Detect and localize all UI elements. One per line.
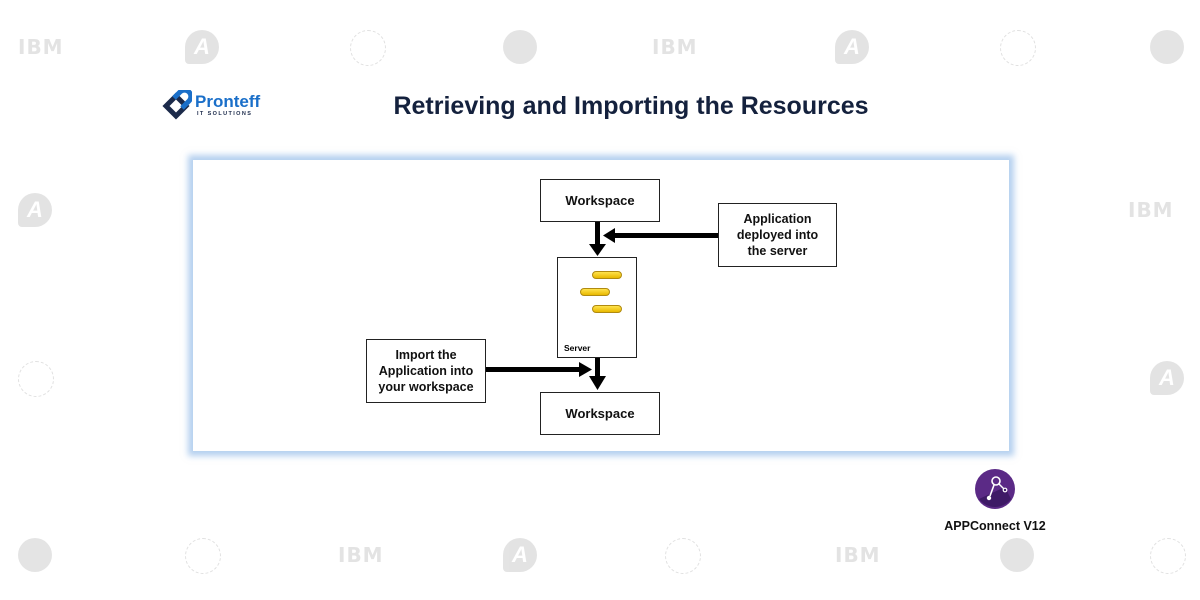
server-bar-icon [580, 288, 610, 296]
server-bar-icon [592, 271, 622, 279]
globe-watermark-icon [18, 361, 54, 397]
deploy-note-line: Application [743, 212, 812, 226]
workspace-bottom-box: Workspace [540, 392, 660, 435]
app-connect-icon [975, 469, 1015, 509]
globe-watermark-icon [185, 538, 221, 574]
globe-watermark-icon [665, 538, 701, 574]
pronteff-logo-icon [162, 90, 192, 120]
import-note-line: Application into [378, 364, 474, 378]
ibm-watermark: IBM [18, 35, 64, 59]
import-note-line: your workspace [378, 380, 474, 394]
pronteff-logo: Pronteff IT SOLUTIONS [162, 90, 260, 120]
a-logo-watermark: A [18, 193, 52, 227]
ibm-watermark: IBM [338, 543, 384, 567]
app-connect-watermark-icon [1000, 538, 1034, 572]
globe-watermark-icon [1000, 30, 1036, 66]
server-box: Server [557, 257, 637, 358]
a-logo-watermark: A [1150, 361, 1184, 395]
import-note-box: Import the Application into your workspa… [366, 339, 486, 403]
brand-tagline: IT SOLUTIONS [197, 111, 253, 117]
page-title: Retrieving and Importing the Resources [393, 92, 869, 120]
workspace-top-box: Workspace [540, 179, 660, 222]
server-label: Server [564, 343, 591, 353]
ibm-watermark: IBM [1128, 198, 1174, 222]
a-logo-watermark: A [835, 30, 869, 64]
arrow-import-note [486, 362, 592, 377]
globe-watermark-icon [1150, 538, 1186, 574]
arrow-workspace-to-server [589, 222, 606, 256]
app-connect-watermark-icon [1150, 30, 1184, 64]
brand-name: Pronteff [195, 92, 261, 111]
deploy-note-line: the server [747, 244, 808, 258]
arrow-deploy-note [603, 228, 718, 243]
app-connect-watermark-icon [503, 30, 537, 64]
app-connect-watermark-icon [18, 538, 52, 572]
deploy-note-line: deployed into [736, 228, 819, 242]
a-logo-watermark: A [185, 30, 219, 64]
arrow-server-to-workspace [589, 358, 606, 390]
ibm-watermark: IBM [652, 35, 698, 59]
globe-watermark-icon [350, 30, 386, 66]
ibm-watermark: IBM [835, 543, 881, 567]
a-logo-watermark: A [503, 538, 537, 572]
deploy-note-box: Application deployed into the server [718, 203, 837, 267]
app-connect-label: APPConnect V12 [944, 519, 1046, 533]
app-connect-badge: APPConnect V12 [944, 469, 1046, 533]
server-bar-icon [592, 305, 622, 313]
import-note-line: Import the [395, 348, 457, 362]
